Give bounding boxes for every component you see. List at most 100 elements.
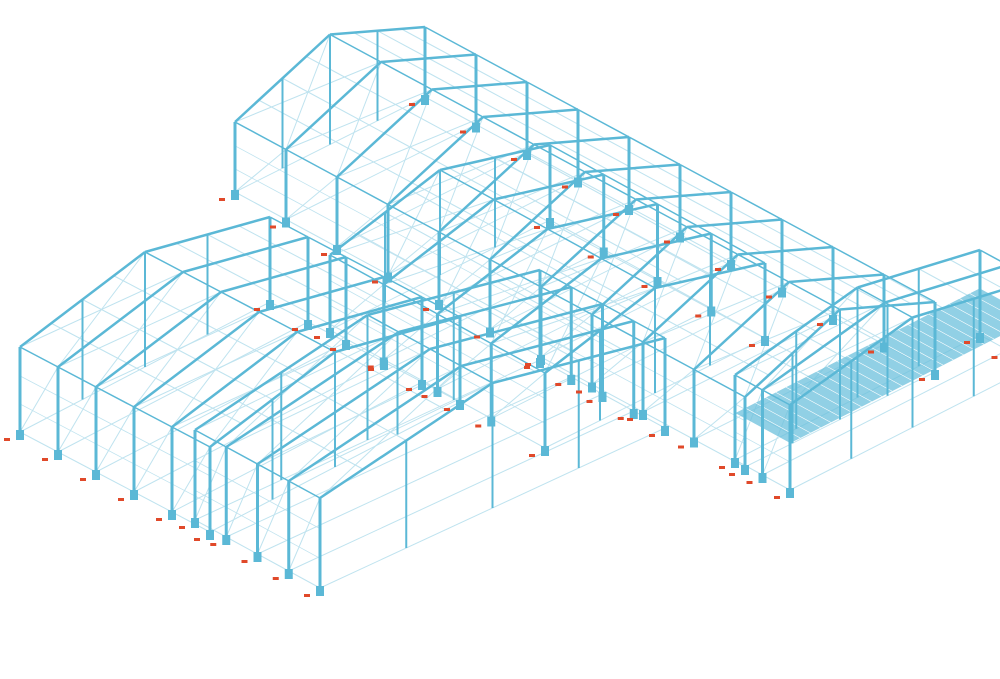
wall-brace — [19, 366, 59, 433]
purlin — [309, 127, 361, 156]
rafter — [788, 273, 885, 284]
wall-brace — [642, 369, 695, 413]
rafter — [490, 257, 603, 345]
ridge-beam — [220, 291, 260, 313]
purlin — [324, 343, 356, 362]
ground-beam — [437, 278, 658, 390]
purlin — [496, 280, 529, 299]
footing — [731, 458, 739, 468]
footing — [342, 340, 350, 350]
roof-brace — [171, 311, 260, 428]
purlin — [227, 335, 266, 357]
wall-brace — [285, 176, 338, 220]
footing — [653, 277, 662, 287]
rafter — [540, 198, 637, 288]
purlin — [527, 297, 560, 316]
support-marker — [868, 350, 874, 354]
footing — [191, 518, 199, 528]
support-marker — [314, 336, 320, 339]
purlin — [860, 275, 912, 305]
ridge-beam — [296, 331, 336, 353]
wall-girt — [540, 333, 593, 362]
ground-beam — [288, 410, 634, 572]
roof-brace — [591, 199, 637, 315]
eave-beam — [234, 121, 287, 151]
primary-members — [16, 25, 1000, 596]
footing — [598, 392, 607, 402]
ground-beam — [57, 321, 309, 453]
footing — [282, 217, 290, 228]
rafter — [256, 347, 431, 466]
support-marker — [372, 280, 378, 284]
purlin — [265, 355, 304, 377]
rafter — [133, 311, 260, 408]
wall-girt — [133, 435, 173, 457]
ground-beam — [19, 431, 59, 453]
roof-brace — [285, 34, 331, 150]
support-marker — [272, 577, 279, 580]
support-marker — [525, 363, 531, 366]
ground-beam — [269, 301, 309, 323]
ground-beam — [95, 341, 347, 473]
eave-beam — [288, 480, 321, 499]
purlin — [176, 242, 215, 264]
footing — [758, 473, 767, 483]
purlin — [494, 157, 549, 188]
footing — [829, 315, 837, 325]
wall-girt — [489, 282, 542, 312]
rafter — [482, 108, 579, 119]
eave-beam — [225, 446, 258, 465]
purlin — [632, 167, 684, 197]
wall-brace — [490, 372, 546, 419]
wall-girt — [226, 506, 258, 525]
purlin — [765, 352, 794, 369]
support-marker — [534, 226, 540, 229]
purlin — [615, 292, 667, 321]
deck-rib — [867, 345, 923, 376]
purlin — [602, 216, 657, 247]
ground-beam — [285, 124, 477, 220]
wall-girt — [336, 223, 389, 252]
footing — [316, 586, 324, 596]
wall-girt — [133, 463, 173, 485]
eave-beam — [734, 374, 763, 391]
rafter — [336, 88, 433, 178]
purlin — [459, 138, 511, 167]
purlin — [127, 362, 166, 384]
ground-beam — [257, 553, 289, 572]
footing — [379, 357, 388, 368]
support-marker — [330, 348, 336, 351]
footing — [435, 300, 443, 310]
support-marker — [474, 335, 480, 339]
support-marker — [219, 198, 225, 201]
wall-girt — [171, 455, 211, 477]
footing — [326, 328, 334, 338]
rafter — [288, 364, 462, 483]
purlin — [165, 382, 204, 404]
ground-beam — [437, 388, 492, 419]
wall-girt — [57, 395, 97, 417]
wall-brace — [225, 463, 258, 538]
wall-brace — [288, 497, 321, 572]
purlin — [353, 32, 405, 61]
purlin — [918, 268, 947, 285]
ground-beam — [781, 289, 834, 318]
purlin — [707, 193, 759, 222]
support-marker — [292, 328, 298, 331]
support-marker — [406, 388, 412, 391]
purlin — [734, 222, 786, 252]
ground-beam — [762, 474, 791, 491]
purlin — [559, 314, 591, 333]
ground-beam — [95, 471, 135, 493]
purlin — [89, 342, 128, 364]
purlin — [574, 222, 629, 253]
purlin — [151, 295, 190, 317]
footing — [304, 320, 312, 330]
purlin — [557, 142, 609, 171]
support-marker — [511, 158, 517, 161]
rafter — [429, 302, 603, 351]
purlin — [887, 277, 916, 294]
purlin — [300, 434, 333, 453]
purlin — [519, 249, 574, 281]
